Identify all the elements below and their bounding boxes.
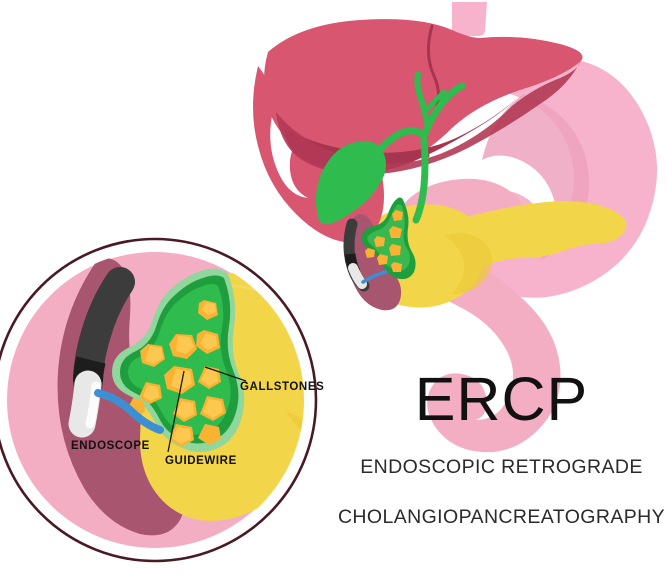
gallstone-highlight [171,369,192,390]
gallstones-leader-line [204,366,247,382]
guidewire-label: GUIDEWIRE [165,455,237,467]
cystic-duct [374,127,428,156]
subtitle-line-2: CHOLANGIOPANCREATOGRAPHY [337,506,666,529]
guidewire [94,389,164,434]
small-gallstone [365,248,375,258]
magnified-detail-circle [0,237,318,563]
upper-anatomy-scene [253,2,658,453]
detail-endoscope [68,267,135,438]
gallbladder [316,141,386,225]
page-title: ERCP [414,365,589,433]
gallstones-label: GALLSTONES [240,381,324,393]
small-guidewire [361,270,388,284]
small-gallstone [391,262,402,272]
magnifier-outline [0,237,318,563]
small-gallstone [374,236,385,247]
duodenum-loop [412,258,561,453]
endoscope-tip-highlight [85,381,101,429]
endoscope-tip [68,370,102,438]
small-ercp-scene [343,197,416,311]
gallstone-highlight [143,385,159,401]
magnifier-gap-ring [0,239,316,561]
gallstone-highlight [176,401,194,419]
small-gallstone [377,254,388,265]
gallstone [198,424,221,445]
gallstone-highlight [145,346,163,364]
hepatic-duct-branch [421,89,447,115]
esophagus [452,2,487,36]
guidewire-leader-line [167,370,185,453]
common-bile-duct [412,136,429,224]
title-block: ERCP ENDOSCOPIC RETROGRADE CHOLANGIOPANC… [336,368,667,555]
subtitle: ENDOSCOPIC RETROGRADE CHOLANGIOPANCREATO… [336,430,667,555]
detail-gallstones-group [127,300,226,447]
subtitle-line-1: ENDOSCOPIC RETROGRADE [360,456,643,479]
endoscope-label: ENDOSCOPE [71,440,150,452]
gallstone-highlight [201,369,218,386]
small-gallstone [389,226,402,238]
gallstone-highlight [172,427,191,444]
pancreas-shade [444,233,492,294]
gallstone-highlight [200,333,217,350]
small-gallstone [389,244,401,256]
gallstone-highlight [202,302,216,315]
gallstone-highlight [203,399,223,418]
small-endoscope-tip [348,263,367,289]
gallstone-highlight [176,336,194,354]
hepatic-duct-left [414,71,431,129]
magnified-contents [7,252,305,548]
callout-labels: GALLSTONES GUIDEWIRE ENDOSCOPE [71,366,324,467]
small-gallstone [392,210,403,221]
